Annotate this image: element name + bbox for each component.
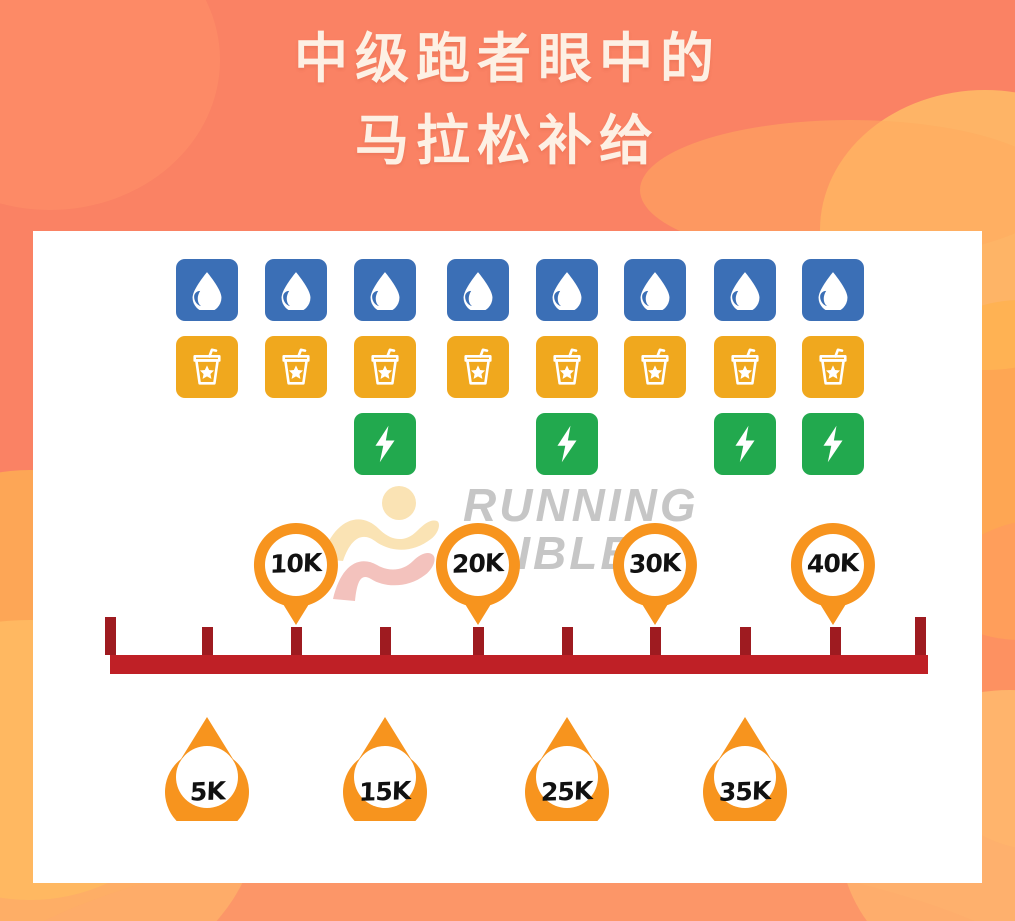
timeline-axis-bar	[110, 655, 928, 674]
lightning-bolt-icon	[536, 413, 598, 475]
sports-drink-cup-icon	[714, 336, 776, 398]
distance-marker-label: 25K	[540, 776, 594, 807]
water-drop-icon	[265, 259, 327, 321]
aid-station-column	[714, 259, 776, 490]
sports-drink-cup-icon	[354, 336, 416, 398]
pin-shape-icon	[343, 717, 427, 834]
pin-shape-icon	[435, 523, 520, 625]
distance-marker-label: 10K	[269, 548, 323, 579]
water-drop-icon	[176, 259, 238, 321]
water-drop-icon	[536, 259, 598, 321]
distance-marker-pin[interactable]: 30K	[611, 521, 699, 627]
timeline-tick	[740, 627, 751, 655]
distance-marker-label: 30K	[628, 548, 682, 579]
distance-marker-pin[interactable]: 10K	[252, 521, 340, 627]
pin-shape-icon	[612, 523, 697, 625]
distance-marker-pin[interactable]: 20K	[434, 521, 522, 627]
water-drop-icon	[354, 259, 416, 321]
distance-marker-pin[interactable]: 40K	[789, 521, 877, 627]
timeline-tick	[650, 627, 661, 655]
aid-station-column	[265, 259, 327, 413]
aid-station-column	[536, 259, 598, 490]
timeline-tick	[105, 617, 116, 655]
distance-marker-label: 35K	[718, 776, 772, 807]
pin-shape-icon	[525, 717, 609, 834]
distance-marker-pin[interactable]: 35K	[701, 715, 789, 834]
pin-shape-icon	[253, 523, 338, 625]
lightning-bolt-icon	[714, 413, 776, 475]
timeline-tick	[202, 627, 213, 655]
water-drop-icon	[624, 259, 686, 321]
title-line-1: 中级跑者眼中的	[294, 29, 721, 89]
aid-station-column	[447, 259, 509, 413]
title-line-2: 马拉松补给	[355, 111, 660, 172]
sports-drink-cup-icon	[176, 336, 238, 398]
water-drop-icon	[714, 259, 776, 321]
distance-marker-label: 15K	[358, 776, 412, 807]
timeline-tick	[380, 627, 391, 655]
distance-marker-label: 40K	[806, 548, 860, 579]
pin-shape-icon	[790, 523, 875, 625]
distance-timeline: 10K 20K 30K 40K 5K 15K 25K 35K	[33, 231, 982, 883]
timeline-tick	[562, 627, 573, 655]
aid-station-column	[176, 259, 238, 413]
lightning-bolt-icon	[354, 413, 416, 475]
sports-drink-cup-icon	[536, 336, 598, 398]
timeline-tick	[291, 627, 302, 655]
sports-drink-cup-icon	[447, 336, 509, 398]
lightning-bolt-icon	[802, 413, 864, 475]
distance-marker-label: 20K	[451, 548, 505, 579]
distance-marker-pin[interactable]: 5K	[163, 715, 251, 834]
timeline-tick	[473, 627, 484, 655]
distance-marker-pin[interactable]: 15K	[341, 715, 429, 834]
distance-marker-label: 5K	[189, 776, 225, 807]
sports-drink-cup-icon	[265, 336, 327, 398]
timeline-tick	[830, 627, 841, 655]
aid-station-column	[354, 259, 416, 490]
distance-marker-pin[interactable]: 25K	[523, 715, 611, 834]
sports-drink-cup-icon	[624, 336, 686, 398]
pin-shape-icon	[703, 717, 787, 834]
timeline-tick	[915, 617, 926, 655]
aid-station-column	[624, 259, 686, 413]
poster-title: 中级跑者眼中的 马拉松补给	[0, 18, 1015, 182]
water-drop-icon	[447, 259, 509, 321]
